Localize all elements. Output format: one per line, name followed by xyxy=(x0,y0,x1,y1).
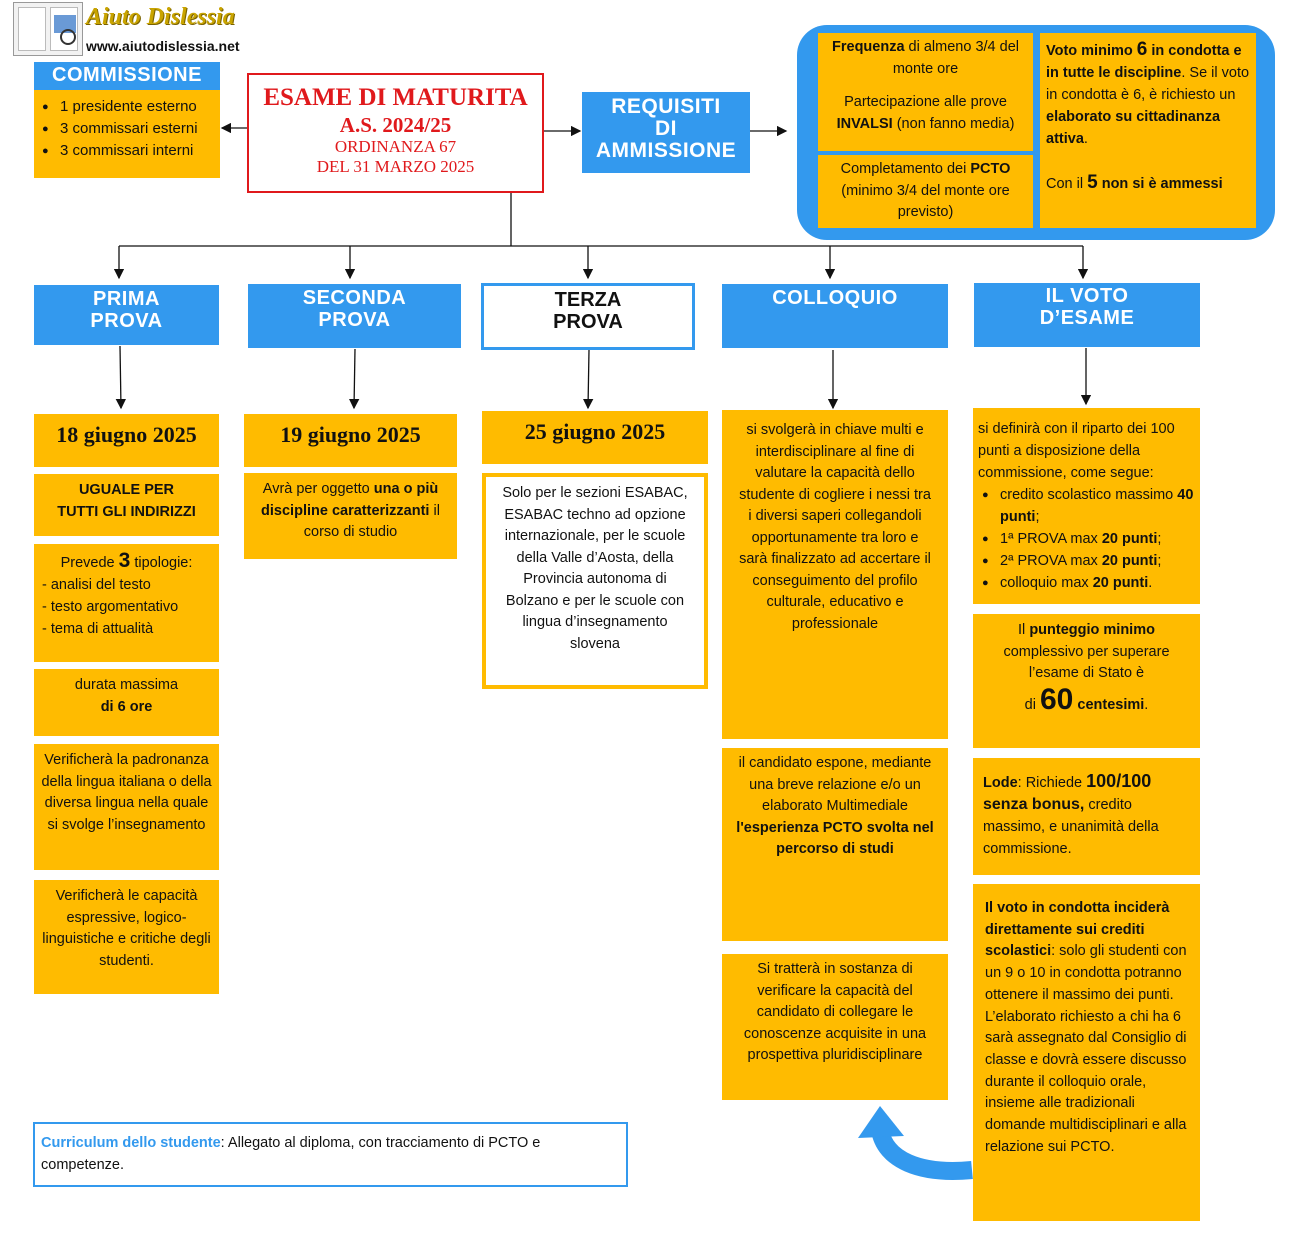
commissione-item: 3 commissari interni xyxy=(38,140,216,162)
esame-ordinanza: ORDINANZA 67 xyxy=(334,137,457,156)
curriculum-label: Curriculum dello studente xyxy=(41,1135,221,1151)
voto-lode: Lode: Richiede 100/100 senza bonus, cred… xyxy=(973,758,1200,875)
prima-verifica-capacita: Verificherà le capacità espressive, logi… xyxy=(34,880,219,994)
logo-book-image xyxy=(13,2,83,56)
voto-punteggio-minimo: Il punteggio minimo complessivo per supe… xyxy=(973,614,1200,748)
esame-title: ESAME DI MATURITA xyxy=(263,84,528,111)
terza-date: 25 giugno 2025 xyxy=(482,411,708,464)
curved-arrow xyxy=(871,1127,973,1180)
prima-tipologie: Prevede 3 tipologie: - analisi del testo… xyxy=(34,544,219,662)
commissione-title: COMMISSIONE xyxy=(34,62,220,90)
curved-arrow-head xyxy=(858,1106,904,1138)
requisiti-voto: Voto minimo 6 in condotta e in tutte le … xyxy=(1040,33,1256,228)
logo-url[interactable]: www.aiutodislessia.net xyxy=(86,38,240,54)
requisiti-title: REQUISITI DI AMMISSIONE xyxy=(582,92,750,173)
esame-data: DEL 31 MARZO 2025 xyxy=(316,157,475,176)
prima-date: 18 giugno 2025 xyxy=(34,414,219,467)
seconda-oggetto: Avrà per oggetto una o più discipline ca… xyxy=(244,473,457,559)
commissione-item: 1 presidente esterno xyxy=(38,96,216,118)
requisiti-frequenza-invalsi: Frequenza di almeno 3/4 del monte ore Pa… xyxy=(818,33,1033,151)
logo-title: Aiuto Dislessia xyxy=(86,4,235,30)
esame-anno: A.S. 2024/25 xyxy=(339,113,452,137)
colloquio-sostanza: Si tratterà in sostanza di verificare la… xyxy=(722,954,948,1100)
voto-condotta: Il voto in condotta inciderà direttament… xyxy=(973,884,1200,1221)
prima-verifica-lingua: Verificherà la padronanza della lingua i… xyxy=(34,744,219,870)
voto-riparto: si definirà con il riparto dei 100 punti… xyxy=(973,408,1200,604)
colloquio-title: COLLOQUIO xyxy=(722,284,948,348)
esame-title-box: ESAME DI MATURITA A.S. 2024/25 ORDINANZA… xyxy=(247,73,544,193)
terza-descrizione: Solo per le sezioni ESABAC, ESABAC techn… xyxy=(482,473,708,689)
colloquio-chiave: si svolgerà in chiave multi e interdisci… xyxy=(722,410,948,739)
seconda-date: 19 giugno 2025 xyxy=(244,414,457,467)
requisiti-pcto: Completamento dei PCTO (minimo 3/4 del m… xyxy=(818,155,1033,228)
commissione-item: 3 commissari esterni xyxy=(38,118,216,140)
colloquio-esperienza-pcto: il candidato espone, mediante una breve … xyxy=(722,748,948,941)
commissione-box: 1 presidente esterno 3 commissari estern… xyxy=(34,90,220,178)
curriculum-box: Curriculum dello studente: Allegato al d… xyxy=(33,1122,628,1187)
